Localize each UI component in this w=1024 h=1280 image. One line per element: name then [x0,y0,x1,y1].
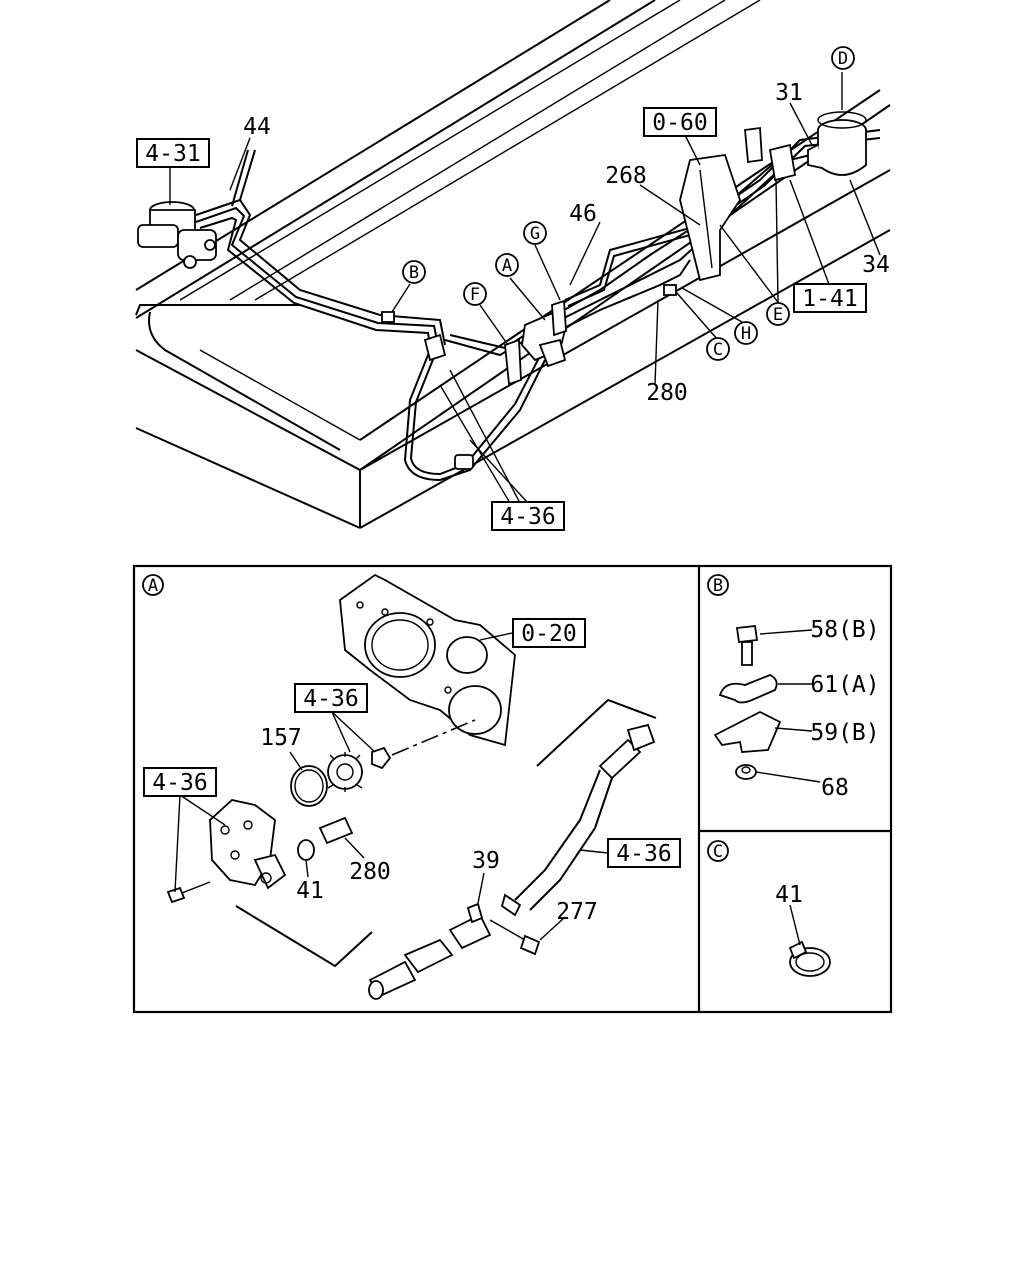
detail-a: A [142,573,681,1000]
ref-4-36-a2: 4-36 [152,770,207,796]
part-34: 34 [862,252,890,278]
callout-a: A [495,253,519,277]
part-59b: 59(B) [810,720,879,746]
svg-text:F: F [470,285,480,305]
part-268: 268 [605,163,647,189]
frame-rails [135,0,891,529]
ref-4-36-a3: 4-36 [616,841,671,867]
ref-4-31: 4-31 [145,141,200,167]
part-44: 44 [243,114,271,140]
ref-box-4-36-top [491,501,565,531]
callout-h: H [734,321,758,345]
panel-letter-c: C [707,840,729,862]
ref-box-4-36-a1 [294,683,368,713]
svg-text:B: B [713,576,723,596]
svg-text:C: C [713,340,723,360]
callout-e-1: E [766,302,790,326]
ref-box-0-60 [643,107,717,137]
svg-text:A: A [148,576,158,596]
part-31: 31 [775,80,803,106]
callout-b: B [402,260,426,284]
callout-d: D [831,46,855,70]
part-277: 277 [556,899,598,925]
valve-assembly [137,201,217,269]
ref-box-4-36-a2 [143,767,217,797]
detail-b: B 58(B) 61(A) 59(B) 68 [707,574,880,801]
top-leaders [169,72,881,504]
svg-text:C: C [713,842,723,862]
ref-box-1-41 [793,283,867,313]
part-39: 39 [472,848,500,874]
ref-0-20: 0-20 [521,621,576,647]
reservoir-and-bracket [679,111,867,282]
callout-g: G [523,221,547,245]
part-46: 46 [569,201,597,227]
detail-frames [132,564,893,1014]
svg-text:E: E [773,305,783,325]
svg-text:A: A [502,256,512,276]
ref-box-4-31 [136,138,210,168]
part-41-a: 41 [296,878,324,904]
part-58b: 58(B) [810,617,879,643]
svg-text:H: H [741,324,751,344]
panel-letter-a: A [142,574,164,596]
callout-e-2: E [767,201,777,221]
part-157: 157 [260,725,302,751]
part-41-c: 41 [775,882,803,908]
panel-letter-b: B [707,574,729,596]
ref-4-36-top: 4-36 [500,504,555,530]
ref-4-36-a1: 4-36 [303,686,358,712]
part-280-a: 280 [349,859,391,885]
part-68: 68 [821,775,849,801]
ref-1-41: 1-41 [802,286,857,312]
ref-box-0-20 [512,618,586,648]
callout-c: C [706,337,730,361]
svg-text:B: B [409,263,419,283]
detail-c: C 41 [707,840,831,977]
ref-box-4-36-a3 [607,838,681,868]
part-280-top: 280 [646,380,688,406]
callout-f: F [463,282,487,306]
part-61a: 61(A) [810,672,879,698]
ref-0-60: 0-60 [652,110,707,136]
top-labels: 4-31 0-60 1-41 4-36 44 31 34 268 46 280 … [136,46,890,531]
svg-text:D: D [838,49,848,69]
svg-text:G: G [530,224,540,244]
